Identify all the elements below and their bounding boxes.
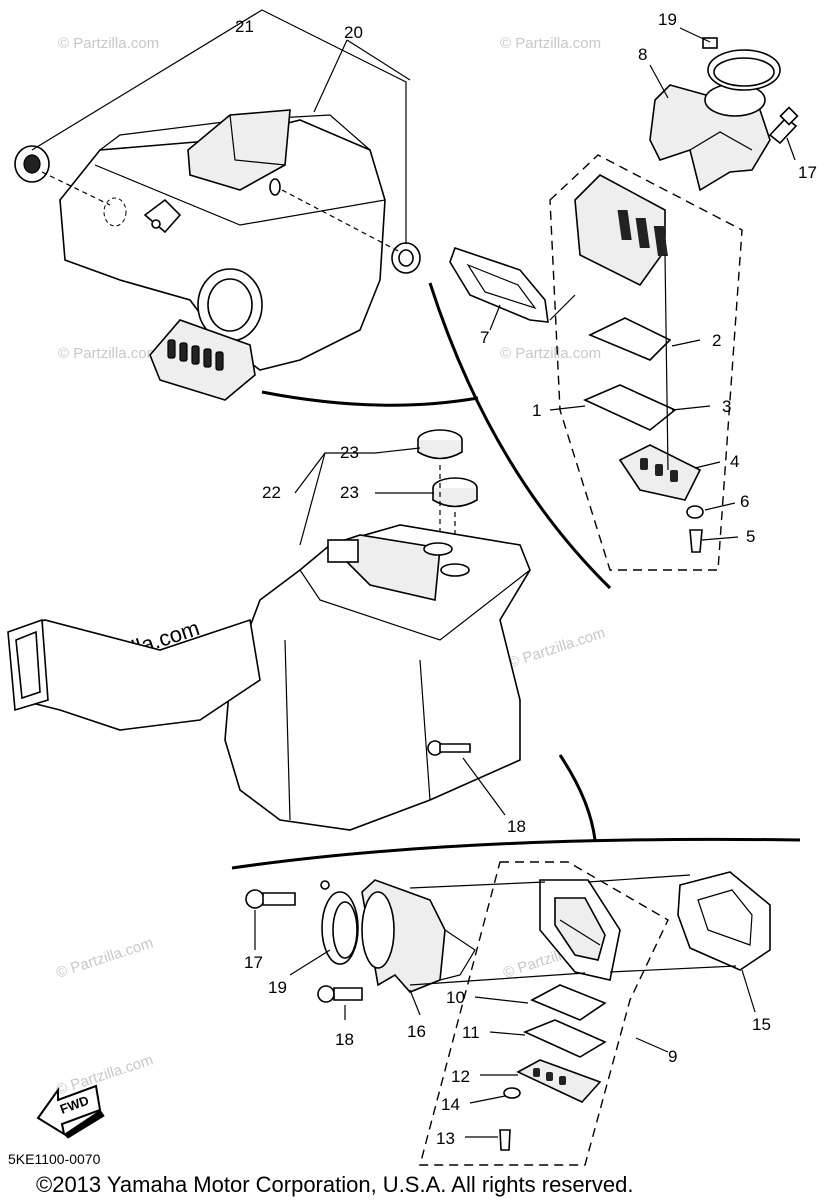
- watermark: © Partzilla.com: [58, 345, 159, 362]
- reed-valve-bottom: [245, 861, 771, 1166]
- watermark: © Partzilla.com: [500, 345, 601, 362]
- callout-10: 10: [446, 988, 465, 1007]
- watermark: © Partzilla.com: [500, 35, 601, 52]
- callout-14: 14: [441, 1095, 460, 1114]
- callout-18: 18: [335, 1030, 354, 1049]
- callout-17: 17: [798, 163, 817, 182]
- divider-arc: [428, 282, 612, 590]
- callout-13: 13: [436, 1129, 455, 1148]
- callout-2: 2: [712, 331, 721, 350]
- callout-19: 19: [268, 978, 287, 997]
- air-box-lower: [7, 429, 531, 831]
- diagram-code: 5KE1100-0070: [8, 1151, 101, 1167]
- callout-9: 9: [668, 1047, 677, 1066]
- callout-16: 16: [407, 1022, 426, 1041]
- callout-4: 4: [730, 452, 739, 471]
- air-box-assembly: [14, 9, 421, 401]
- callout-7: 7: [480, 328, 489, 347]
- callout-3: 3: [722, 397, 731, 416]
- callout-5: 5: [746, 527, 755, 546]
- divider-arc: [231, 837, 801, 870]
- callout-22: 22: [262, 483, 281, 502]
- callout-1: 1: [532, 401, 541, 420]
- divider-arc: [558, 754, 597, 841]
- callout-11: 11: [462, 1023, 480, 1042]
- callout-19: 19: [658, 10, 677, 29]
- callout-21: 21: [235, 17, 254, 36]
- callout-23: 23: [340, 443, 359, 462]
- fwd-arrow-icon: FWD: [36, 1084, 105, 1139]
- callout-8: 8: [638, 45, 647, 64]
- watermark: © Partzilla.com: [54, 1051, 155, 1098]
- callout-12: 12: [451, 1067, 470, 1086]
- callout-17: 17: [244, 953, 263, 972]
- callout-6: 6: [740, 492, 749, 511]
- watermark: © Partzilla.com: [506, 624, 607, 671]
- divider-arc: [261, 390, 479, 407]
- callout-18: 18: [507, 817, 526, 836]
- reed-valve-top: [449, 27, 799, 571]
- callout-20: 20: [344, 23, 363, 42]
- callout-15: 15: [752, 1015, 771, 1034]
- watermark: © Partzilla.com: [54, 934, 155, 981]
- callout-23: 23: [340, 483, 359, 502]
- copyright-notice: ©2013 Yamaha Motor Corporation, U.S.A. A…: [36, 1172, 633, 1197]
- watermark: © Partzilla.com: [58, 35, 159, 52]
